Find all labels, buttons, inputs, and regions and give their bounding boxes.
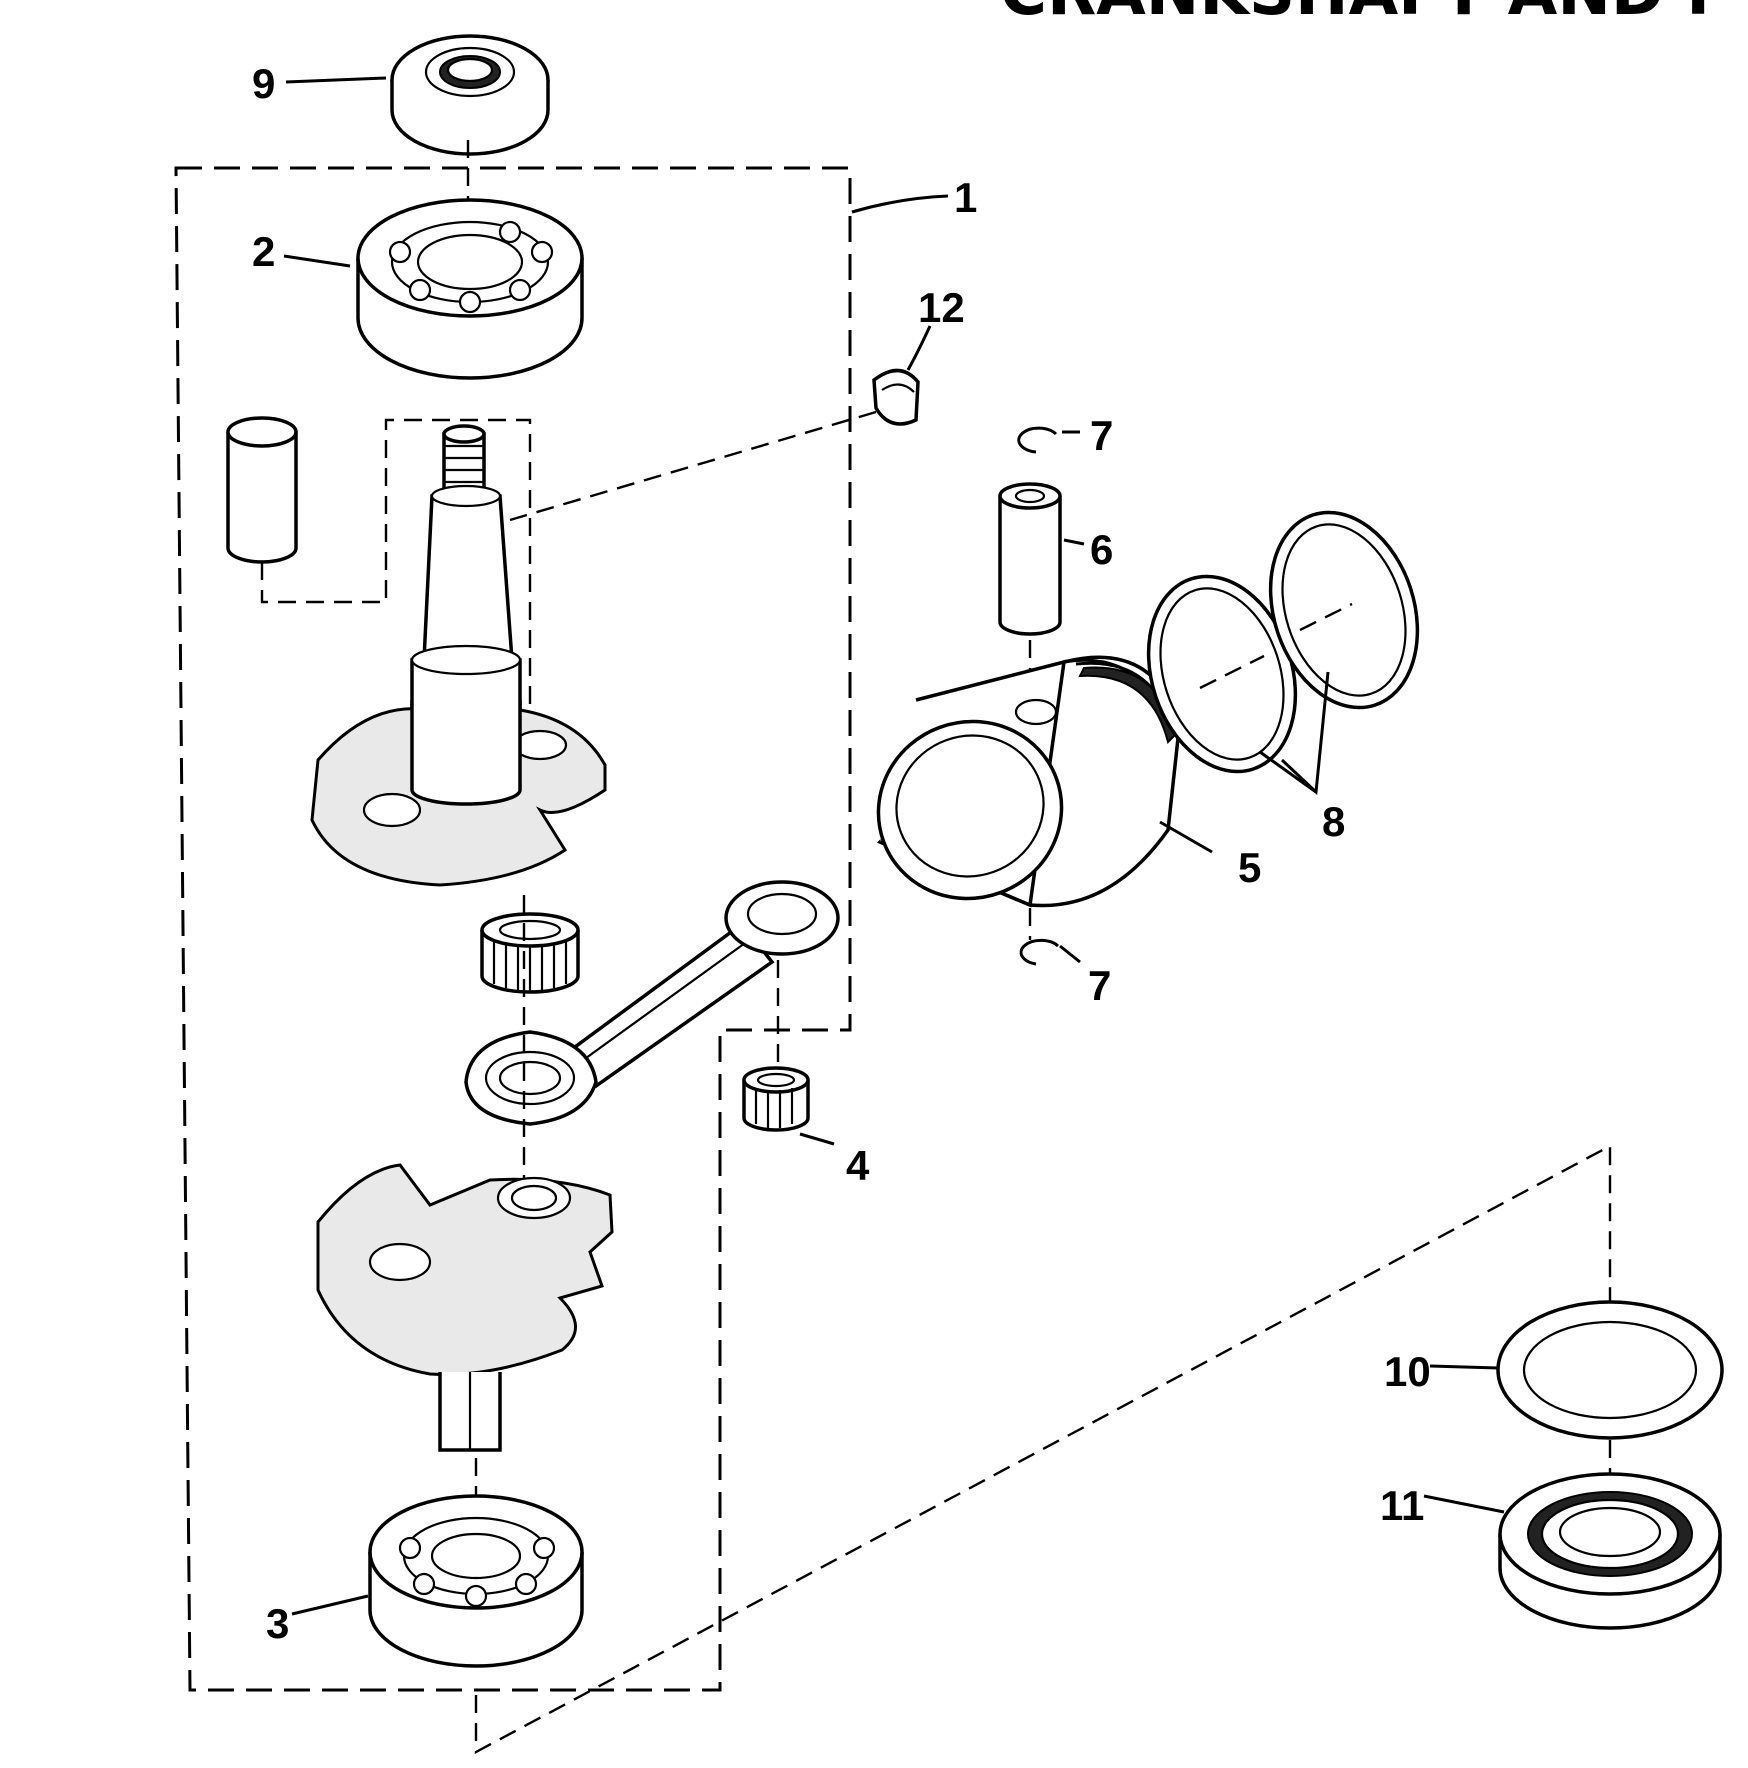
- crankshaft-assembly-boundary: [174, 166, 852, 1692]
- callout-5: 5: [1238, 844, 1261, 891]
- lower-crankshaft-half: [316, 1163, 614, 1452]
- lower-seal-alignment-line: [474, 1143, 1612, 1755]
- wrist-pin: [998, 482, 1062, 636]
- callout-7-lower: 7: [1088, 962, 1111, 1009]
- piston-ring-front: [1146, 574, 1298, 774]
- thrust-washer: [1496, 1300, 1724, 1440]
- connecting-rod: [464, 880, 840, 1126]
- callout-9: 9: [252, 60, 275, 107]
- callout-11: 11: [1380, 1482, 1424, 1529]
- upper-ball-bearing: [356, 198, 584, 380]
- crank-pin-dowel: [226, 416, 298, 564]
- callout-1: 1: [954, 174, 977, 221]
- callout-leaders: [283, 76, 1505, 1616]
- piston: [876, 655, 1182, 908]
- callout-2: 2: [252, 228, 275, 275]
- upper-crankshaft-half: [310, 424, 607, 887]
- callout-4: 4: [846, 1142, 870, 1189]
- callout-8: 8: [1322, 798, 1345, 845]
- crankpin-needle-bearing: [480, 912, 580, 994]
- wrist-pin-clip-lower: [1019, 938, 1060, 966]
- lower-oil-seal: [1498, 1472, 1722, 1630]
- lower-ball-bearing: [368, 1494, 584, 1668]
- top-oil-seal: [390, 34, 550, 156]
- callout-3: 3: [266, 1600, 289, 1647]
- callout-6: 6: [1090, 526, 1113, 573]
- callout-10: 10: [1384, 1348, 1431, 1395]
- piston-ring-rear: [1268, 510, 1420, 710]
- callout-numbers: 9 2 1 12 7 6 5 7 8 4 3 10 11: [252, 60, 1431, 1647]
- wrist-pin-clip-upper: [1017, 426, 1058, 454]
- wrist-pin-needle-bearing: [742, 1066, 810, 1132]
- callout-7-upper: 7: [1090, 412, 1113, 459]
- woodruff-key: [872, 368, 920, 426]
- diagram-title: CRANKSHAFT AND P: [1000, 0, 1733, 30]
- callout-12: 12: [918, 284, 965, 331]
